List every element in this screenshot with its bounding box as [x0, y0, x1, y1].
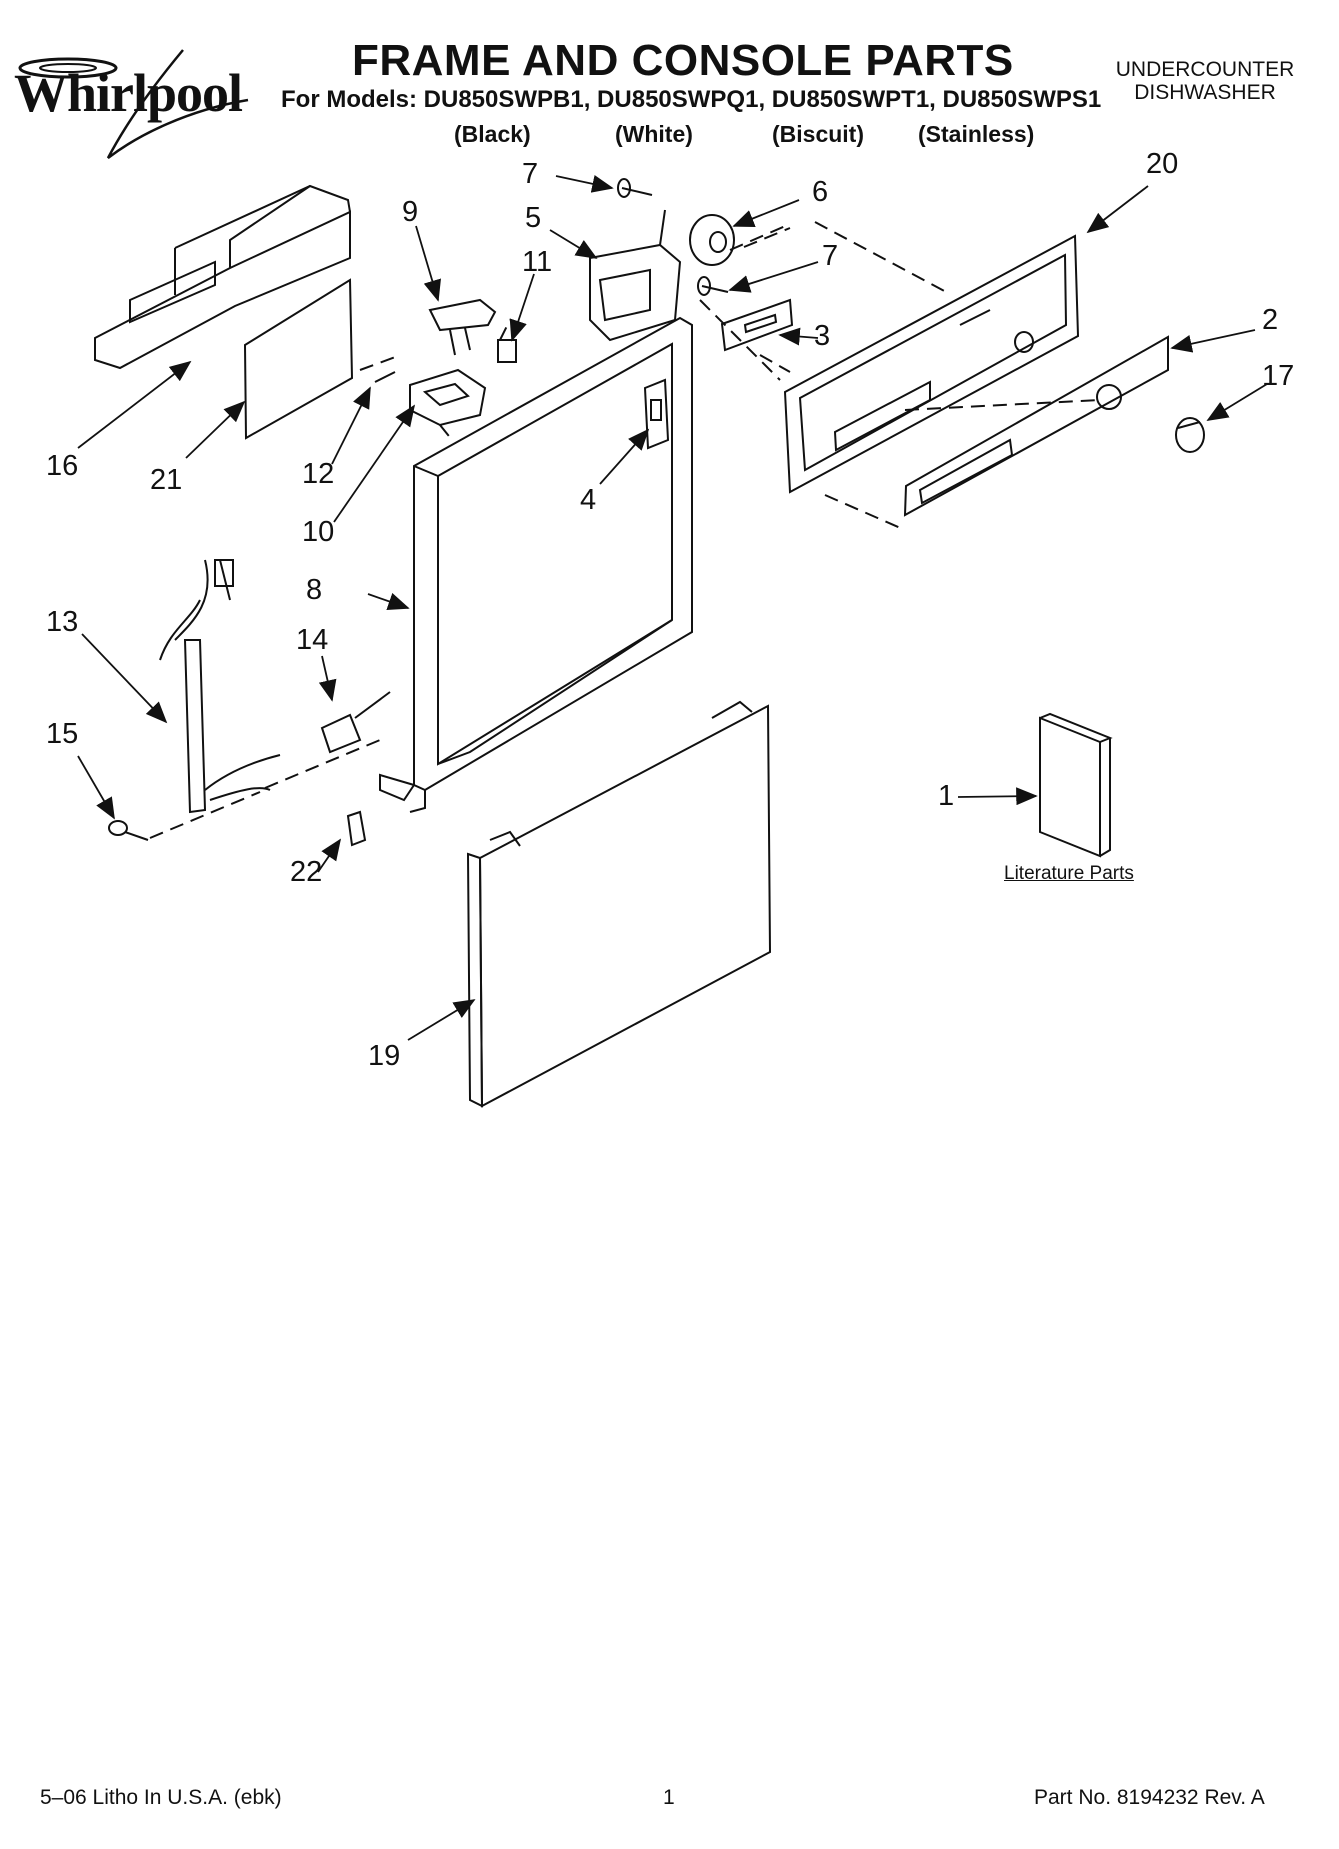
callout-8: 8 [306, 574, 323, 606]
callout-9: 9 [402, 196, 419, 228]
models-line: For Models: DU850SWPB1, DU850SWPQ1, DU85… [281, 86, 1102, 113]
part-5-latch [589, 209, 682, 342]
part-7-screw-top [617, 178, 653, 198]
footer-page-number: 1 [663, 1786, 675, 1809]
part-21-sheet [243, 278, 354, 440]
part-11-switch [497, 339, 517, 363]
callout-7-top: 7 [522, 158, 539, 190]
callout-22: 22 [290, 856, 323, 888]
color-label-white: (White) [615, 121, 693, 147]
footer-litho: 5–06 Litho In U.S.A. (ebk) [40, 1786, 282, 1809]
callout-11: 11 [522, 246, 553, 278]
part-9-bracket [428, 298, 497, 356]
callout-6: 6 [812, 176, 829, 208]
callout-17: 17 [1262, 360, 1295, 392]
part-2-overlay [903, 335, 1169, 517]
color-label-stainless: (Stainless) [918, 121, 1035, 147]
color-label-biscuit: (Biscuit) [772, 121, 864, 147]
dashed-leaders [149, 221, 1101, 839]
part-8-frame [379, 316, 693, 813]
callout-7-mid: 7 [822, 240, 839, 272]
callout-5: 5 [525, 202, 542, 234]
callout-4: 4 [580, 484, 597, 516]
part-19-toe-panel [466, 700, 772, 1108]
part-15-screw [108, 820, 149, 841]
logo-swirl [18, 49, 249, 159]
part-16-cover [94, 184, 351, 370]
callout-3: 3 [814, 320, 831, 352]
color-label-black: (Black) [454, 121, 531, 147]
callout-arrows [77, 175, 1268, 1041]
callout-20: 20 [1146, 148, 1179, 180]
callout-19: 19 [368, 1040, 401, 1072]
logo-wordmark: Whirlpool [14, 63, 243, 123]
part-10-holder [409, 368, 487, 427]
footer-part-number: Part No. 8194232 Rev. A [1034, 1786, 1265, 1809]
callout-16: 16 [46, 450, 79, 482]
callout-15: 15 [46, 718, 79, 750]
callout-21: 21 [150, 464, 183, 496]
part-6-cam [689, 214, 735, 266]
part-7-screw-mid [697, 276, 729, 296]
callout-12: 12 [302, 458, 335, 490]
part-3-switch [720, 298, 794, 352]
literature-parts-label: Literature Parts [1004, 863, 1134, 884]
callout-1: 1 [938, 780, 955, 812]
part-17-knob [1175, 417, 1205, 453]
part-13-harness [159, 559, 281, 814]
appliance-type: UNDERCOUNTER DISHWASHER [1080, 58, 1330, 104]
callout-14: 14 [296, 624, 329, 656]
part-1-literature [1039, 712, 1113, 858]
part-14-connector [320, 691, 391, 754]
callout-10: 10 [302, 516, 335, 548]
part-4-strike [643, 378, 670, 450]
appliance-type-line-1: UNDERCOUNTER [1115, 58, 1295, 81]
page-title: FRAME AND CONSOLE PARTS [352, 36, 1014, 85]
part-20-console [783, 234, 1080, 494]
callout-2: 2 [1262, 304, 1279, 336]
part-22-clip [346, 810, 367, 847]
part-12-pin [374, 371, 396, 383]
callout-13: 13 [46, 606, 79, 638]
appliance-type-line-2: DISHWASHER [1134, 81, 1276, 104]
